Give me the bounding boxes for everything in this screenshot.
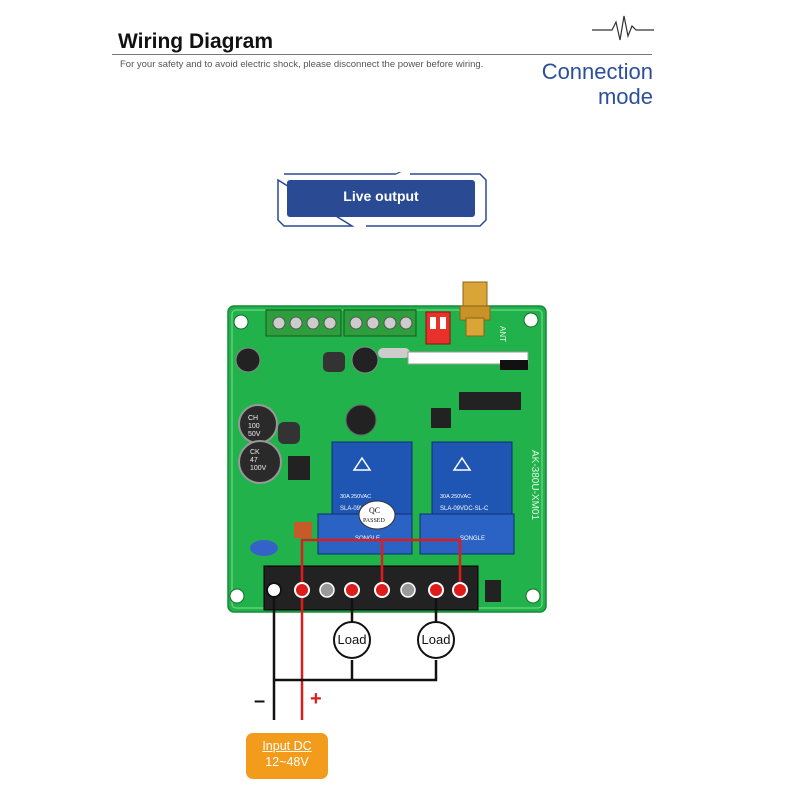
svg-text:47: 47 — [250, 457, 258, 464]
push-button — [485, 580, 501, 602]
fuse — [294, 522, 312, 538]
mount-hole — [523, 312, 539, 328]
page-title: Wiring Diagram — [118, 30, 273, 53]
terminal-screw — [452, 582, 468, 598]
varistor — [250, 540, 278, 556]
pulse-wave-icon — [592, 15, 654, 41]
svg-text:30A 250VAC: 30A 250VAC — [340, 494, 371, 500]
ant-label: ANT — [498, 326, 507, 342]
input-dc-label: Input DC — [262, 739, 312, 753]
relay-2 — [419, 441, 515, 555]
crystal — [378, 348, 410, 358]
terminal-screw — [400, 582, 416, 598]
regulator-chip — [288, 456, 310, 480]
microcontroller — [459, 392, 521, 410]
ic-chip — [431, 408, 451, 428]
mode-line-1: Connection — [541, 59, 653, 84]
terminal-screw — [428, 582, 444, 598]
capacitor-ck — [238, 440, 282, 484]
terminal-screw — [319, 582, 335, 598]
buzzer — [345, 404, 377, 436]
mode-line-2: mode — [597, 84, 653, 109]
inductor — [278, 422, 300, 444]
load-2-circle — [417, 621, 455, 659]
input-dc-badge: Input DC 12~48V — [246, 733, 328, 779]
svg-text:30A 250VAC: 30A 250VAC — [440, 494, 471, 500]
load-1-circle — [333, 621, 371, 659]
svg-text:100: 100 — [248, 423, 260, 430]
terminal-screws — [266, 582, 468, 598]
svg-text:SONGLE: SONGLE — [460, 536, 485, 542]
mount-hole — [229, 588, 245, 604]
input-voltage-label: 12~48V — [265, 755, 309, 769]
terminal-screw — [344, 582, 360, 598]
title-divider — [112, 54, 652, 55]
svg-text:100V: 100V — [250, 465, 267, 472]
svg-text:PASSED: PASSED — [363, 518, 385, 524]
antenna-connector — [459, 281, 491, 337]
red-wiring — [300, 538, 462, 720]
qc-passed-sticker: QC PASSED — [358, 500, 396, 530]
capacitor — [235, 347, 261, 373]
terminal-screw — [266, 582, 282, 598]
model-label: AK-380U-XM01 — [529, 450, 540, 520]
svg-text:QC: QC — [369, 506, 380, 515]
rf-module — [407, 351, 529, 365]
top-terminal-block-1 — [265, 309, 342, 337]
plus-sign: + — [310, 688, 322, 710]
terminal-screw — [374, 582, 390, 598]
live-output-label: Live output — [287, 180, 475, 217]
terminal-screw — [294, 582, 310, 598]
minus-sign: – — [254, 690, 266, 712]
top-terminal-block-2 — [343, 309, 417, 337]
connection-mode-heading: Connection mode — [542, 59, 653, 109]
svg-text:50V: 50V — [248, 431, 261, 438]
svg-text:SLA-09VDC-SL-C: SLA-09VDC-SL-C — [440, 506, 489, 512]
inductor — [323, 352, 345, 372]
mount-hole — [525, 588, 541, 604]
capacitor — [351, 346, 379, 374]
header-pins — [500, 360, 528, 370]
load-2-label: Load — [421, 632, 451, 647]
safety-notice: For your safety and to avoid electric sh… — [120, 59, 484, 70]
load-1-label: Load — [337, 632, 367, 647]
mount-hole — [233, 314, 249, 330]
svg-text:CK: CK — [250, 449, 260, 456]
svg-text:CH: CH — [248, 415, 258, 422]
dip-switch — [425, 311, 451, 345]
